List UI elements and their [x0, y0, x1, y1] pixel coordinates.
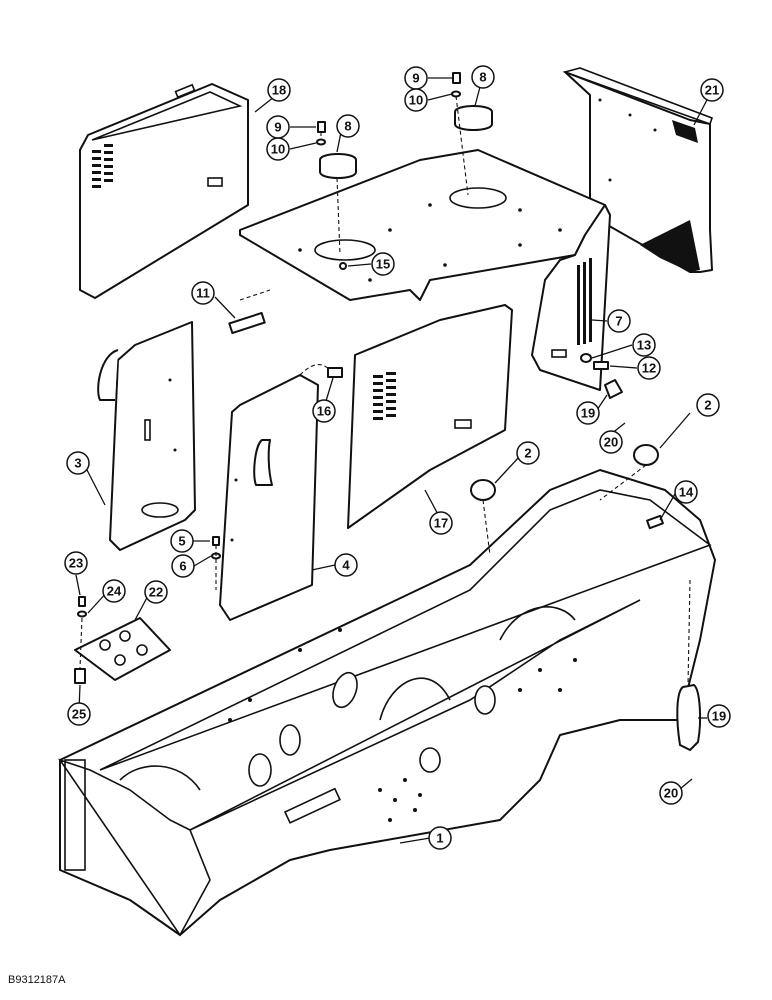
callout-9: 9: [266, 115, 290, 139]
callout-10: 10: [266, 137, 290, 161]
callout-21: 21: [700, 78, 724, 102]
svg-text:2: 2: [704, 398, 711, 413]
callout-25: 25: [67, 702, 91, 726]
callout-11: 11: [191, 281, 215, 305]
svg-text:10: 10: [409, 93, 423, 108]
svg-text:21: 21: [705, 83, 719, 98]
svg-text:20: 20: [664, 786, 678, 801]
callout-6: 6: [171, 554, 195, 578]
callout-24: 24: [102, 579, 126, 603]
leader-lines: [75, 77, 711, 844]
right-side-panel-7: [531, 204, 611, 391]
callout-22: 22: [144, 580, 168, 604]
plate-22: [74, 617, 171, 681]
main-frame-1: [57, 469, 716, 937]
callouts: 1 2 2 3 4 5 6 7 8 8 9 9 10 10 11 12 13 1…: [64, 65, 731, 850]
svg-text:23: 23: [69, 556, 83, 571]
callout-8: 8: [336, 114, 360, 138]
callout-16: 16: [312, 399, 336, 423]
svg-text:9: 9: [412, 71, 419, 86]
svg-text:3: 3: [74, 456, 81, 471]
rear-side-panel-18: [79, 83, 249, 299]
callout-5: 5: [170, 529, 194, 553]
svg-text:5: 5: [178, 534, 185, 549]
svg-text:17: 17: [434, 516, 448, 531]
svg-text:2: 2: [524, 446, 531, 461]
svg-text:19: 19: [581, 406, 595, 421]
callout-2: 2: [696, 393, 720, 417]
callout-1: 1: [428, 826, 452, 850]
svg-text:10: 10: [271, 142, 285, 157]
callout-20: 20: [599, 430, 623, 454]
callout-23: 23: [64, 551, 88, 575]
callout-17: 17: [429, 511, 453, 535]
svg-text:25: 25: [72, 707, 86, 722]
svg-text:9: 9: [274, 120, 281, 135]
callout-19: 19: [576, 401, 600, 425]
hardware-parts: [74, 72, 702, 751]
seat-support-4: [219, 364, 331, 621]
callout-4: 4: [334, 553, 358, 577]
callout-3: 3: [66, 451, 90, 475]
svg-text:8: 8: [344, 119, 351, 134]
callout-14: 14: [674, 480, 698, 504]
callout-10: 10: [404, 88, 428, 112]
svg-text:7: 7: [615, 314, 622, 329]
svg-text:6: 6: [179, 559, 186, 574]
svg-text:11: 11: [196, 286, 210, 301]
svg-text:22: 22: [149, 585, 163, 600]
svg-text:8: 8: [479, 70, 486, 85]
svg-text:14: 14: [679, 485, 694, 500]
callout-12: 12: [637, 356, 661, 380]
callout-20: 20: [659, 781, 683, 805]
svg-text:16: 16: [317, 404, 331, 419]
callout-2: 2: [516, 441, 540, 465]
svg-text:24: 24: [107, 584, 122, 599]
svg-text:20: 20: [604, 435, 618, 450]
callout-15: 15: [371, 252, 395, 276]
callout-8: 8: [471, 65, 495, 89]
svg-text:15: 15: [376, 257, 390, 272]
figure-id: B9312187A: [8, 974, 66, 986]
svg-text:4: 4: [342, 558, 350, 573]
svg-text:12: 12: [642, 361, 656, 376]
console-support-3: [97, 321, 196, 551]
callout-18: 18: [267, 78, 291, 102]
svg-text:13: 13: [637, 338, 651, 353]
front-screen-panel-21: [562, 67, 714, 273]
callout-9: 9: [404, 66, 428, 90]
left-side-panel-17: [347, 304, 513, 529]
svg-text:1: 1: [436, 831, 443, 846]
callout-7: 7: [607, 309, 631, 333]
top-deck-cover: [239, 149, 606, 301]
callout-13: 13: [632, 333, 656, 357]
svg-text:18: 18: [272, 83, 286, 98]
callout-19: 19: [707, 704, 731, 728]
svg-text:19: 19: [712, 709, 726, 724]
